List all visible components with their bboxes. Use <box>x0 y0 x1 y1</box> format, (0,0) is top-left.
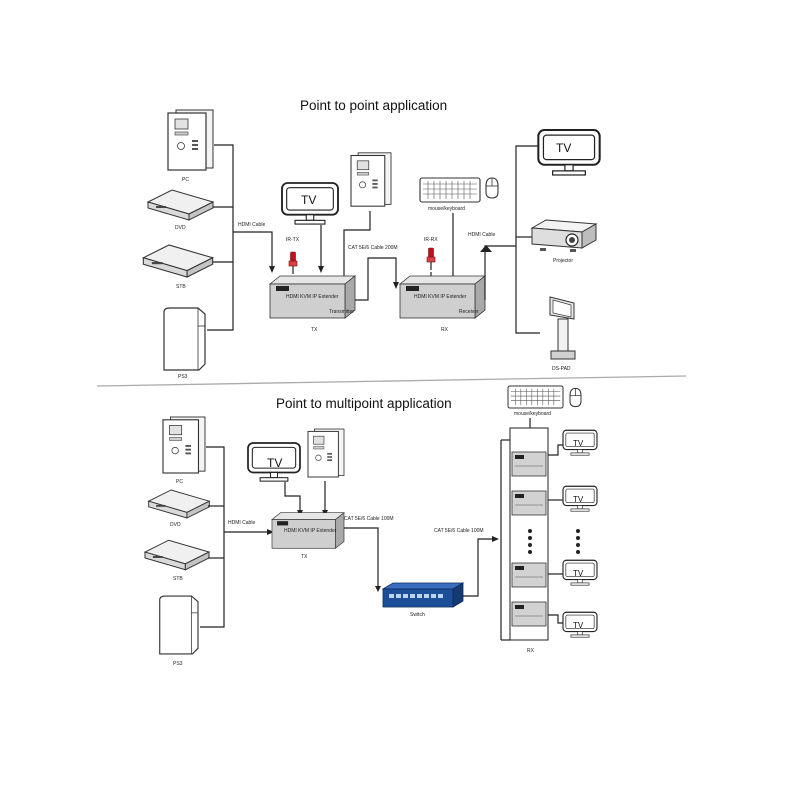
rx-output-lines <box>548 444 564 624</box>
rx-tv-label-3: TV <box>573 569 584 578</box>
top-source-bus <box>207 144 275 331</box>
output-tv-label-top: TV <box>556 141 571 155</box>
cat-cable-100-rx-label: CAT 5E/6 Cable 100M <box>434 528 484 534</box>
rx-tv-label-2: TV <box>573 495 584 504</box>
rx-device-model: HDMI KVM IP Extender <box>414 294 467 300</box>
stb-label-bottom: STB <box>173 576 183 582</box>
rx-device-tag: Receiver <box>459 309 479 315</box>
rx-tv-label-4: TV <box>573 621 584 630</box>
rx-label-bottom: RX <box>527 648 535 654</box>
keyboard-icon-bottom <box>507 385 564 409</box>
ir-rx-sensor-icon <box>426 247 436 271</box>
keyboard-icon-top <box>419 177 481 203</box>
ps3-icon <box>163 307 206 371</box>
mouse-keyboard-label-bottom: mouse/keyboard <box>514 411 551 417</box>
stb-icon <box>142 244 214 278</box>
section-divider <box>96 375 687 387</box>
top-output-bus <box>480 145 540 334</box>
ir-tx-label: IR-TX <box>286 237 300 243</box>
pc-icon <box>167 109 214 171</box>
stb-icon-bottom <box>144 539 210 571</box>
ds-pad-label: DS-PAD <box>552 366 571 372</box>
ps3-label-bottom: PS3 <box>173 661 183 667</box>
dvd-label-bottom: DVD <box>170 522 181 528</box>
cat-cable-100-label: CAT 5E/6 Cable 100M <box>344 516 394 522</box>
tx-tv-label: TV <box>301 193 316 207</box>
mouse-icon-bottom <box>569 387 582 408</box>
dvd-label: DVD <box>175 225 186 231</box>
rx-module-1 <box>511 451 547 477</box>
pc-icon-bottom <box>162 416 206 474</box>
tx-pc-icon-bottom <box>307 428 345 478</box>
cat-cable-200-label: CAT 5E/6 Cable 200M <box>348 245 398 251</box>
mouse-icon-top <box>485 177 499 199</box>
mouse-keyboard-label-top: mouse/keyboard <box>428 206 465 212</box>
ds-pad-icon <box>549 296 576 360</box>
dvd-icon <box>147 189 214 221</box>
rx-module-2 <box>511 490 547 516</box>
rx-dots <box>528 529 532 554</box>
rx-module-3 <box>511 562 547 588</box>
rx-module-4 <box>511 601 547 627</box>
projector-label: Projector <box>553 258 573 264</box>
stb-label: STB <box>176 284 186 290</box>
tx-device-model-bottom: HDMI KVM IP Extender <box>284 528 337 534</box>
rx-label-top: RX <box>441 327 449 333</box>
ps3-label: PS3 <box>178 374 188 380</box>
bottom-section-title: Point to multipoint application <box>276 396 452 411</box>
switch-label: Switch <box>410 612 425 618</box>
tv-dots <box>576 529 580 554</box>
ps3-icon-bottom <box>159 595 199 655</box>
pc-label-bottom: PC <box>176 479 183 485</box>
top-hdmi-cable-label: HDMI Cable <box>238 222 265 228</box>
bottom-source-bus <box>200 446 274 628</box>
ir-rx-label: IR-RX <box>424 237 438 243</box>
tx-tv-label-bottom: TV <box>267 456 282 470</box>
switch-icon <box>382 582 464 608</box>
top-section-title: Point to point application <box>300 98 447 113</box>
projector-icon <box>531 219 597 253</box>
tx-label-bottom: TX <box>301 554 308 560</box>
rx-tv-label-1: TV <box>573 439 584 448</box>
top-hdmi-cable-out-label: HDMI Cable <box>468 232 495 238</box>
tx-label-top: TX <box>311 327 318 333</box>
bottom-hdmi-cable-label: HDMI Cable <box>228 520 255 526</box>
tx-pc-icon <box>350 152 392 207</box>
ir-tx-sensor-icon <box>288 251 298 275</box>
tx-device-model: HDMI KVM IP Extender <box>286 294 339 300</box>
pc-label: PC <box>182 177 189 183</box>
tx-device-tag: Transmitter <box>329 309 354 315</box>
dvd-icon-bottom <box>148 489 210 519</box>
